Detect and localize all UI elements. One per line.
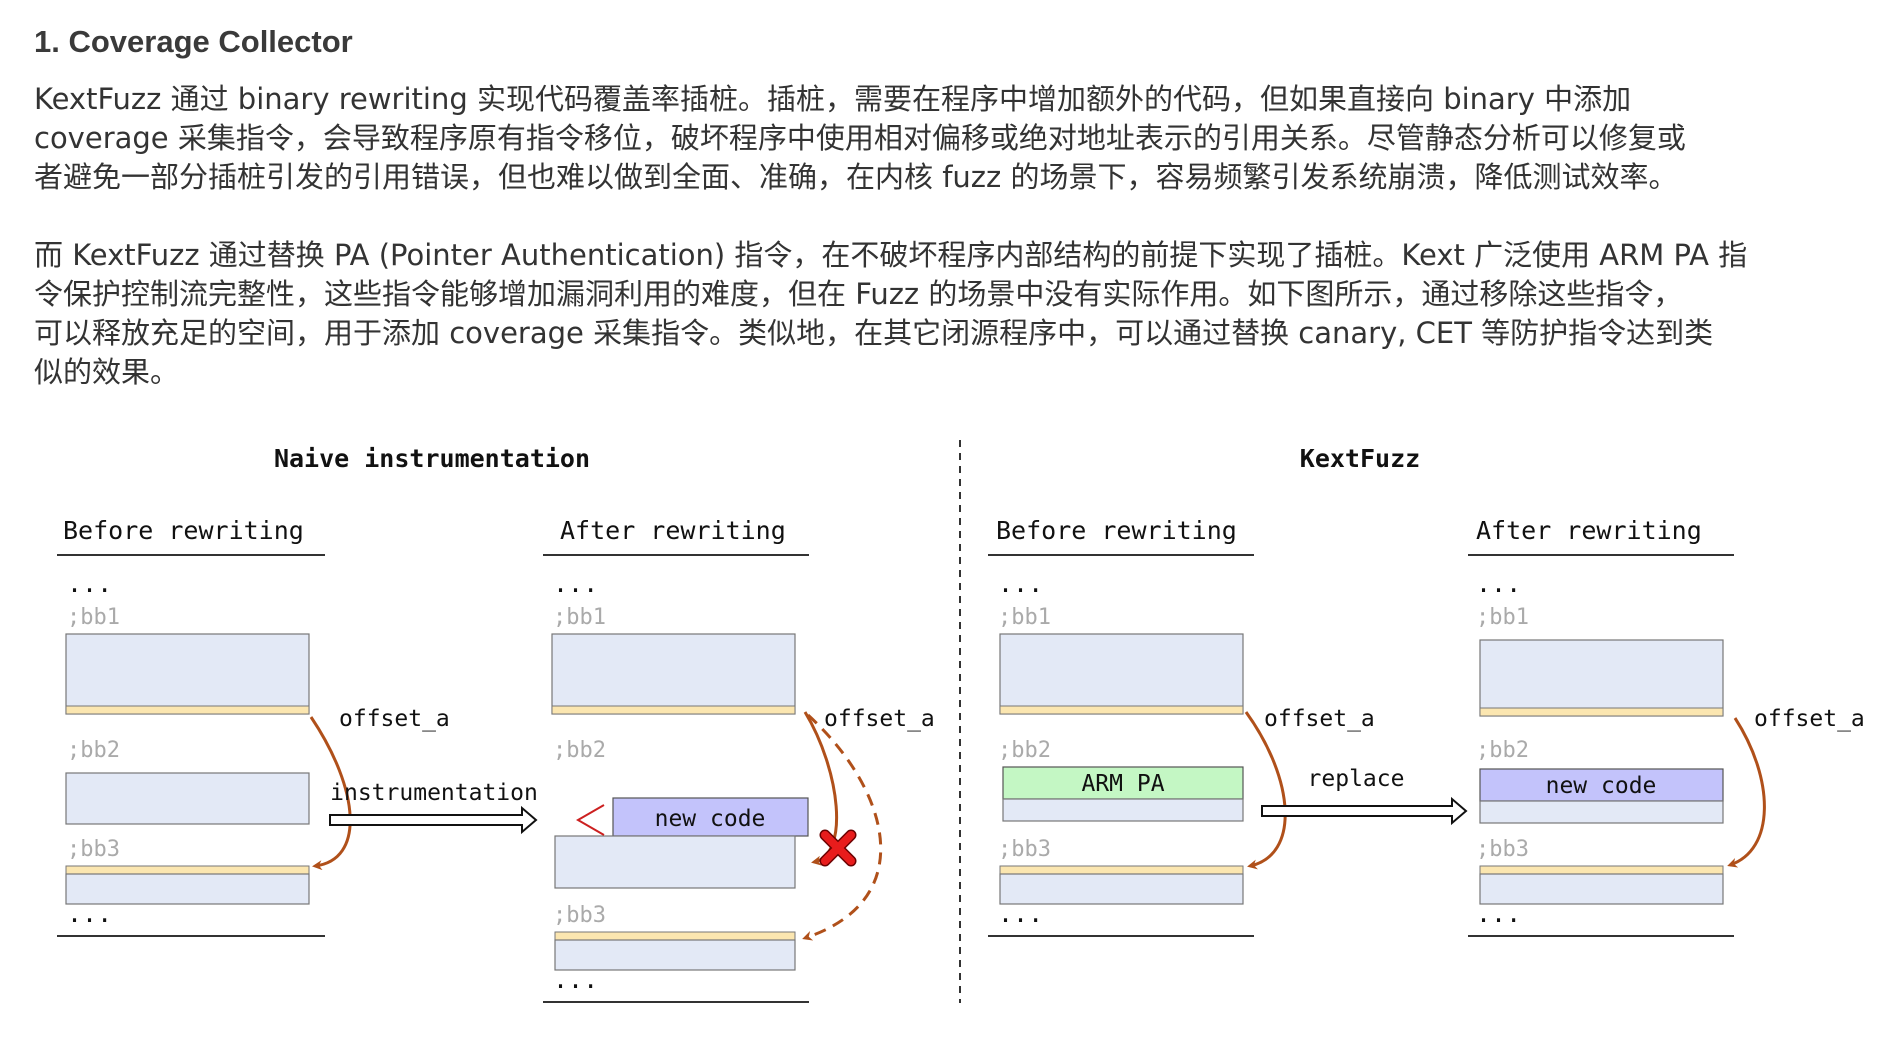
bb1-block <box>65 633 310 715</box>
naive-instrumentation-title: Naive instrumentation <box>274 444 590 473</box>
instrumentation-diagram: Naive instrumentation KextFuzz Before re… <box>57 440 1865 1003</box>
after-rewriting-label: After rewriting <box>560 516 786 545</box>
instrumentation-arrow-shape <box>329 805 538 835</box>
ellipsis: ... <box>998 569 1043 598</box>
replace-arrow-shape <box>1261 796 1468 826</box>
ellipsis: ... <box>553 965 598 994</box>
paragraph-2-line: 似的效果。 <box>34 355 180 389</box>
new-code-block <box>1479 768 1724 802</box>
bb1-label: ;bb1 <box>998 605 1051 630</box>
offset-label: offset_a <box>824 706 935 732</box>
bb3-tail <box>554 931 796 941</box>
new-code-label: new code <box>655 806 766 832</box>
bb2-block <box>1002 798 1244 822</box>
error-cross-icon <box>819 829 857 867</box>
bb3-block <box>65 873 310 905</box>
paragraph-2-line: 可以释放充足的空间，用于添加 coverage 采集指令。类似地，在其它闭源程序… <box>34 316 1714 350</box>
paragraph-1: KextFuzz 通过 binary rewriting 实现代码覆盖率插桩。插… <box>34 80 1864 197</box>
ellipsis: ... <box>998 899 1043 928</box>
insertion-marker-icon <box>575 804 605 836</box>
paragraph-1-line: 者避免一部分插桩引发的引用错误，但也难以做到全面、准确，在内核 fuzz 的场景… <box>34 160 1678 194</box>
offset-label: offset_a <box>1264 706 1375 732</box>
paragraph-1-line: KextFuzz 通过 binary rewriting 实现代码覆盖率插桩。插… <box>34 82 1632 116</box>
ellipsis: ... <box>1476 569 1521 598</box>
after-rewriting-label: After rewriting <box>1476 516 1702 545</box>
replace-label: replace <box>1308 766 1405 792</box>
paragraph-2: 而 KextFuzz 通过替换 PA (Pointer Authenticati… <box>34 236 1864 392</box>
bb3-label: ;bb3 <box>1476 837 1529 862</box>
bb3-label: ;bb3 <box>998 837 1051 862</box>
bb3-tail <box>999 865 1244 875</box>
offset-label: offset_a <box>339 706 450 732</box>
bb2-label: ;bb2 <box>998 738 1051 763</box>
section-heading: 1. Coverage Collector <box>34 24 353 59</box>
bb2-block <box>1479 800 1724 824</box>
bb1-label: ;bb1 <box>553 605 606 630</box>
bb1-tail <box>65 705 310 715</box>
bb2-block <box>554 835 796 889</box>
naive-before-column: Before rewriting ... ;bb1 ;bb2 ;bb3 ... … <box>57 516 450 937</box>
naive-after-column: After rewriting ... ;bb1 ;bb2 new code ;… <box>543 516 935 1003</box>
offset-arrow <box>1244 711 1287 870</box>
offset-arrow <box>1727 717 1766 868</box>
bb1-tail <box>999 705 1244 715</box>
bb1-tail <box>1479 707 1724 717</box>
bb1-block <box>1479 639 1724 717</box>
kext-after-column: After rewriting ... ;bb1 ;bb2 new code ;… <box>1468 516 1865 937</box>
bb1-block <box>551 633 796 715</box>
bb3-label: ;bb3 <box>553 903 606 928</box>
new-code-label: new code <box>1546 773 1657 799</box>
paragraph-2-line: 令保护控制流完整性，这些指令能够增加漏洞利用的难度，但在 Fuzz 的场景中没有… <box>34 277 1683 311</box>
paragraph-2-line: 而 KextFuzz 通过替换 PA (Pointer Authenticati… <box>34 238 1748 272</box>
instrumentation-arrow: instrumentation <box>329 780 538 835</box>
bb2-label: ;bb2 <box>553 738 606 763</box>
bb2-label: ;bb2 <box>67 738 120 763</box>
before-rewriting-label: Before rewriting <box>63 516 304 545</box>
bb3-label: ;bb3 <box>67 837 120 862</box>
bb2-block <box>65 772 310 825</box>
bb2-label: ;bb2 <box>1476 738 1529 763</box>
before-rewriting-label: Before rewriting <box>996 516 1237 545</box>
instrumentation-label: instrumentation <box>330 780 538 806</box>
bb1-label: ;bb1 <box>67 605 120 630</box>
ellipsis: ... <box>67 899 112 928</box>
bb3-block <box>1479 873 1724 905</box>
ellipsis: ... <box>67 569 112 598</box>
kextfuzz-title: KextFuzz <box>1300 444 1420 473</box>
relocated-offset-arrow <box>802 713 883 941</box>
bb3-tail <box>65 865 310 875</box>
bb1-block <box>999 633 1244 715</box>
bb3-block <box>999 873 1244 905</box>
paragraph-1-line: coverage 采集指令，会导致程序原有指令移位，破坏程序中使用相对偏移或绝对… <box>34 121 1686 155</box>
offset-label: offset_a <box>1754 706 1865 732</box>
new-code-block <box>612 797 809 837</box>
replace-arrow: replace <box>1261 766 1468 826</box>
ellipsis: ... <box>553 569 598 598</box>
arm-pa-label: ARM PA <box>1081 771 1164 797</box>
bb3-block <box>554 939 796 971</box>
bb1-label: ;bb1 <box>1476 605 1529 630</box>
kext-before-column: Before rewriting ... ;bb1 ;bb2 ARM PA ;b… <box>988 516 1375 937</box>
bb3-tail <box>1479 865 1724 875</box>
ellipsis: ... <box>1476 899 1521 928</box>
bb1-tail <box>551 705 796 715</box>
